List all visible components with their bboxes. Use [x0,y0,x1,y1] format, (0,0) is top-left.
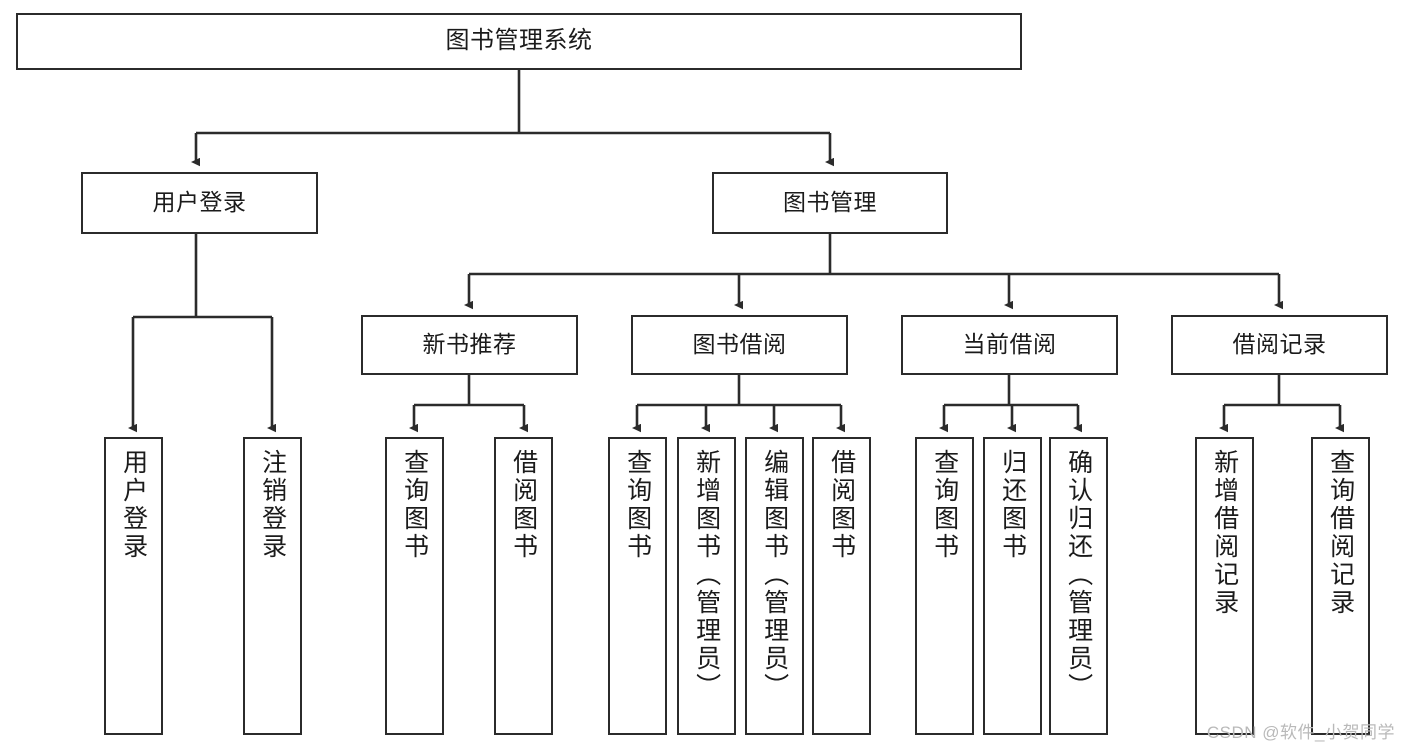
node-label: 借阅记录 [1232,331,1327,358]
node-book-management[interactable]: 图书管理 [712,172,948,234]
leaf-login-user-login[interactable]: 用户登录 [104,437,163,735]
node-book-borrow[interactable]: 图书借阅 [631,315,848,375]
leaf-current-return-book[interactable]: 归还图书 [983,437,1042,735]
node-label: 查询图书 [400,449,429,561]
node-label: 图书管理 [783,189,877,216]
leaf-login-logout[interactable]: 注销登录 [243,437,302,735]
node-label: 新书推荐 [422,331,517,358]
node-label: 图书管理系统 [445,27,593,55]
node-label: 确认归还（管理员） [1064,449,1093,701]
node-label: 查询图书 [623,449,652,561]
node-label: 图书借阅 [692,331,787,358]
node-label: 借阅图书 [827,449,856,561]
leaf-current-query-book[interactable]: 查询图书 [915,437,974,735]
leaf-borrow-add-book-admin[interactable]: 新增图书（管理员） [677,437,736,735]
leaf-record-add-borrow-record[interactable]: 新增借阅记录 [1195,437,1254,735]
node-root-system[interactable]: 图书管理系统 [16,13,1022,70]
node-user-login[interactable]: 用户登录 [81,172,318,234]
node-label: 编辑图书（管理员） [760,449,789,701]
node-label: 新增借阅记录 [1210,449,1239,617]
node-label: 注销登录 [258,449,287,561]
node-label: 用户登录 [119,449,148,561]
node-current-borrow[interactable]: 当前借阅 [901,315,1118,375]
leaf-newbook-query-book[interactable]: 查询图书 [385,437,444,735]
node-label: 用户登录 [152,189,247,216]
leaf-borrow-edit-book-admin[interactable]: 编辑图书（管理员） [745,437,804,735]
node-label: 借阅图书 [509,449,538,561]
node-label: 查询图书 [930,449,959,561]
watermark-text: CSDN @软件_小贺同学 [1206,723,1395,742]
leaf-newbook-borrow-book[interactable]: 借阅图书 [494,437,553,735]
node-label: 新增图书（管理员） [692,449,721,701]
leaf-borrow-query-book[interactable]: 查询图书 [608,437,667,735]
node-borrow-record[interactable]: 借阅记录 [1171,315,1388,375]
leaf-current-confirm-return-admin[interactable]: 确认归还（管理员） [1049,437,1108,735]
node-label: 当前借阅 [962,331,1057,358]
node-new-book-recommend[interactable]: 新书推荐 [361,315,578,375]
node-label: 归还图书 [998,449,1027,561]
leaf-borrow-borrow-book[interactable]: 借阅图书 [812,437,871,735]
node-label: 查询借阅记录 [1326,449,1355,617]
leaf-record-query-borrow-record[interactable]: 查询借阅记录 [1311,437,1370,735]
